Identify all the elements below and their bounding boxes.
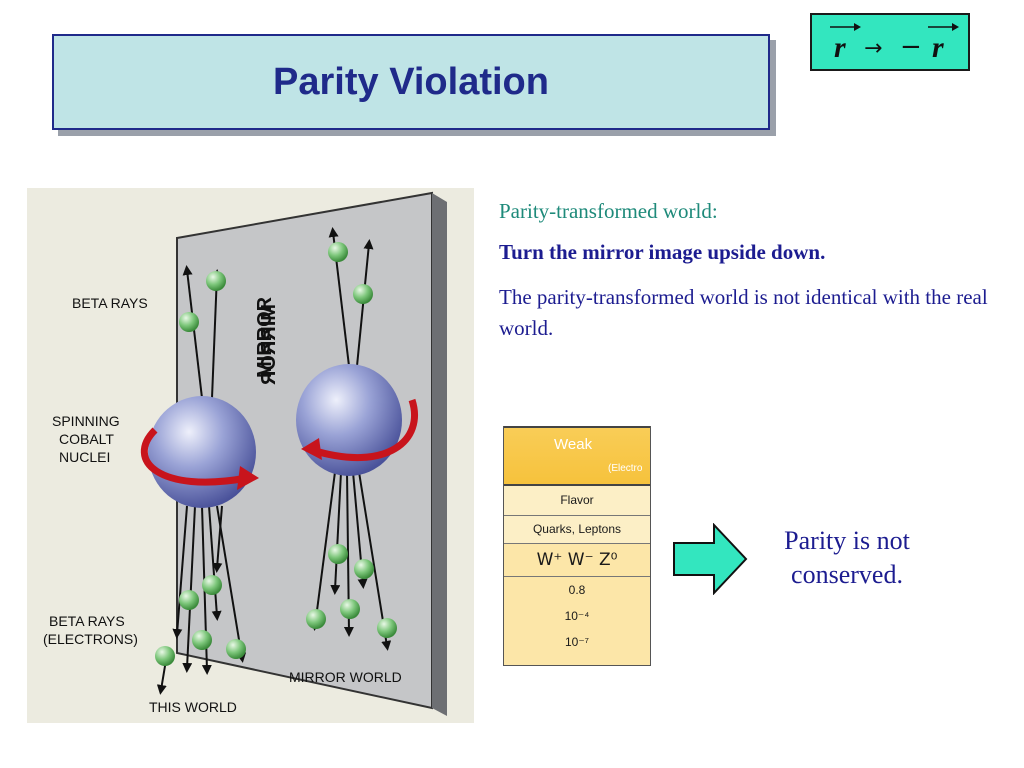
label-spinning: SPINNING bbox=[52, 413, 120, 429]
conclusion-line-1: Parity is not bbox=[784, 526, 910, 555]
electron-ball bbox=[353, 284, 373, 304]
parity-heading: Parity-transformed world: bbox=[499, 199, 718, 223]
mirror-spin-arrow bbox=[310, 398, 418, 462]
vector-arrowhead-rhs bbox=[952, 23, 959, 31]
label-beta-rays: BETA RAYS bbox=[72, 295, 148, 311]
mirror-diagram: MIRROR MIRROR bbox=[43, 191, 447, 716]
title-box: Parity Violation bbox=[52, 34, 770, 130]
label-electrons: (ELECTRONS) bbox=[43, 631, 138, 647]
mirror-label-reflected: MIRROR bbox=[258, 304, 280, 386]
electron-ball bbox=[377, 618, 397, 638]
table-row-value: 10⁻⁴ bbox=[564, 609, 590, 623]
slide-title: Parity Violation bbox=[273, 60, 549, 103]
electron-ball bbox=[179, 312, 199, 332]
electron-ball bbox=[306, 609, 326, 629]
label-nuclei: NUCLEI bbox=[59, 449, 110, 465]
mirror-edge bbox=[432, 193, 447, 716]
mirror-nucleus-sphere bbox=[296, 364, 402, 476]
electron-ball bbox=[192, 630, 212, 650]
electron-ball bbox=[340, 599, 360, 619]
table-header: Weak (Electro bbox=[504, 426, 650, 484]
weak-force-table: Weak (Electro Flavor Quarks, Leptons W⁺ … bbox=[503, 426, 651, 666]
parity-formula-box: r → − r bbox=[810, 13, 970, 71]
vector-arrowhead-lhs bbox=[854, 23, 861, 31]
mirror-label: MIRROR bbox=[254, 296, 276, 378]
formula-arrow: → bbox=[864, 36, 882, 61]
explanation-text: Parity-transformed world: Turn the mirro… bbox=[499, 196, 1019, 344]
body-text: The parity-transformed world is not iden… bbox=[499, 285, 988, 340]
mirror-illustration: MIRROR MIRROR bbox=[27, 188, 474, 723]
label-beta-rays-2: BETA RAYS bbox=[49, 613, 125, 629]
table-row-quarks: Quarks, Leptons bbox=[504, 515, 650, 543]
parity-formula: r → − r bbox=[830, 23, 959, 64]
cobalt-nucleus-sphere bbox=[148, 396, 256, 508]
label-mirror-world: MIRROR WORLD bbox=[289, 669, 402, 685]
instruction-text: Turn the mirror image upside down. bbox=[499, 240, 826, 264]
electron-ball bbox=[328, 544, 348, 564]
table-row-bosons: W⁺ W⁻ Z⁰ bbox=[504, 543, 650, 576]
table-row-value: 10⁻⁷ bbox=[564, 635, 590, 649]
table-row-flavor: Flavor bbox=[504, 484, 650, 515]
table-header-weak: Weak bbox=[554, 436, 593, 453]
table-header-sub: (Electro bbox=[608, 463, 643, 474]
spin-arrow bbox=[140, 427, 248, 486]
table-row-value: 0.8 bbox=[504, 576, 650, 603]
formula-r-lhs: r bbox=[834, 31, 846, 64]
electron-ball bbox=[328, 242, 348, 262]
right-arrow-icon bbox=[672, 522, 748, 596]
electron-ball bbox=[179, 590, 199, 610]
electron-ball bbox=[354, 559, 374, 579]
label-this-world: THIS WORLD bbox=[149, 699, 237, 715]
conclusion-text: Parity is not conserved. bbox=[752, 524, 942, 592]
electron-ball bbox=[226, 639, 246, 659]
formula-r-rhs: r bbox=[932, 31, 944, 64]
label-cobalt: COBALT bbox=[59, 431, 114, 447]
conclusion-line-2: conserved. bbox=[791, 560, 903, 589]
electron-ball bbox=[155, 646, 175, 666]
formula-minus: − bbox=[900, 32, 922, 62]
electron-ball bbox=[206, 271, 226, 291]
electron-ball bbox=[202, 575, 222, 595]
